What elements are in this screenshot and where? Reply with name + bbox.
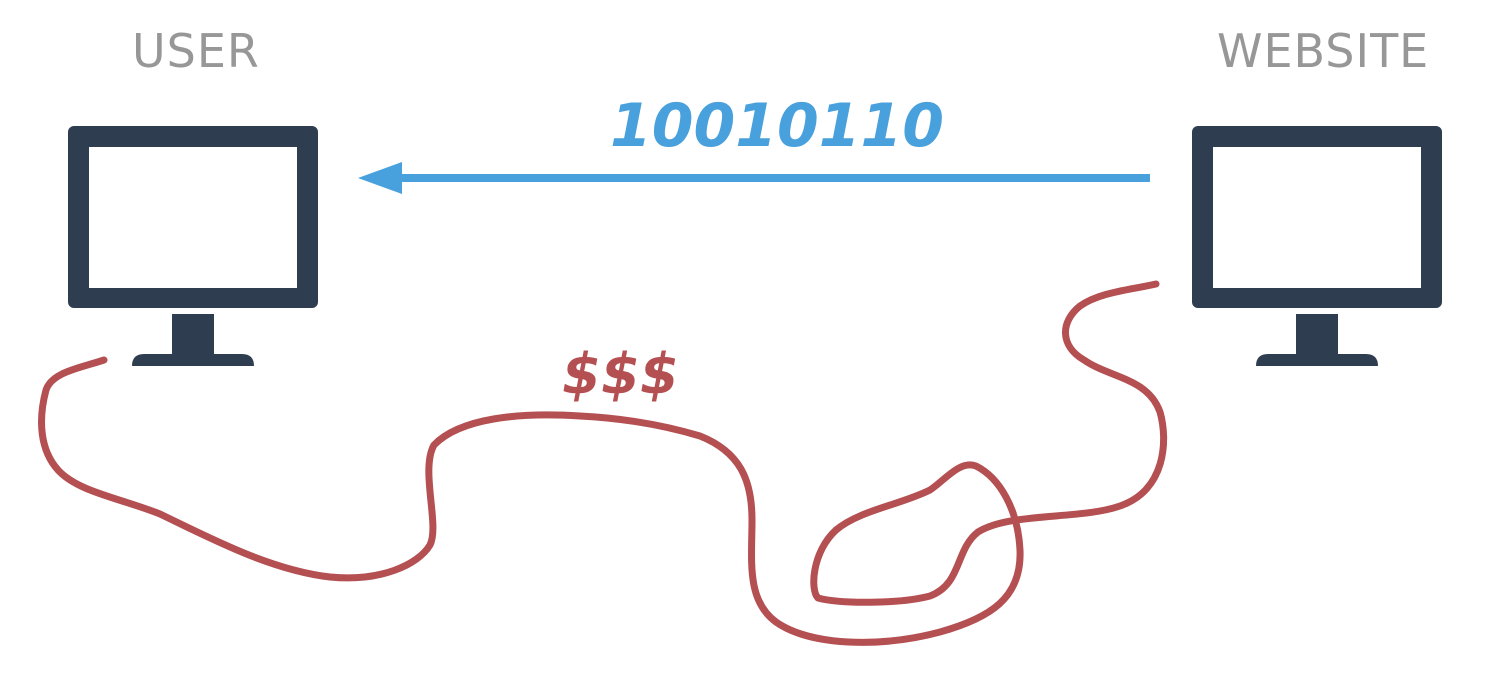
website-label: WEBSITE xyxy=(1217,24,1430,78)
monitor-base xyxy=(132,354,254,366)
monitor-neck xyxy=(172,314,214,354)
payment-wire xyxy=(38,280,1168,646)
monitor-screen xyxy=(1213,147,1421,288)
data-arrow-head xyxy=(358,162,402,194)
money-label: $$$ xyxy=(562,342,679,407)
user-label: USER xyxy=(132,24,260,78)
monitor-screen xyxy=(89,147,297,288)
monitor-neck xyxy=(1296,314,1338,354)
monitor-base xyxy=(1256,354,1378,366)
website-monitor-icon xyxy=(1192,126,1442,366)
user-monitor-icon xyxy=(68,126,318,366)
data-bits-label: 10010110 xyxy=(610,91,944,161)
